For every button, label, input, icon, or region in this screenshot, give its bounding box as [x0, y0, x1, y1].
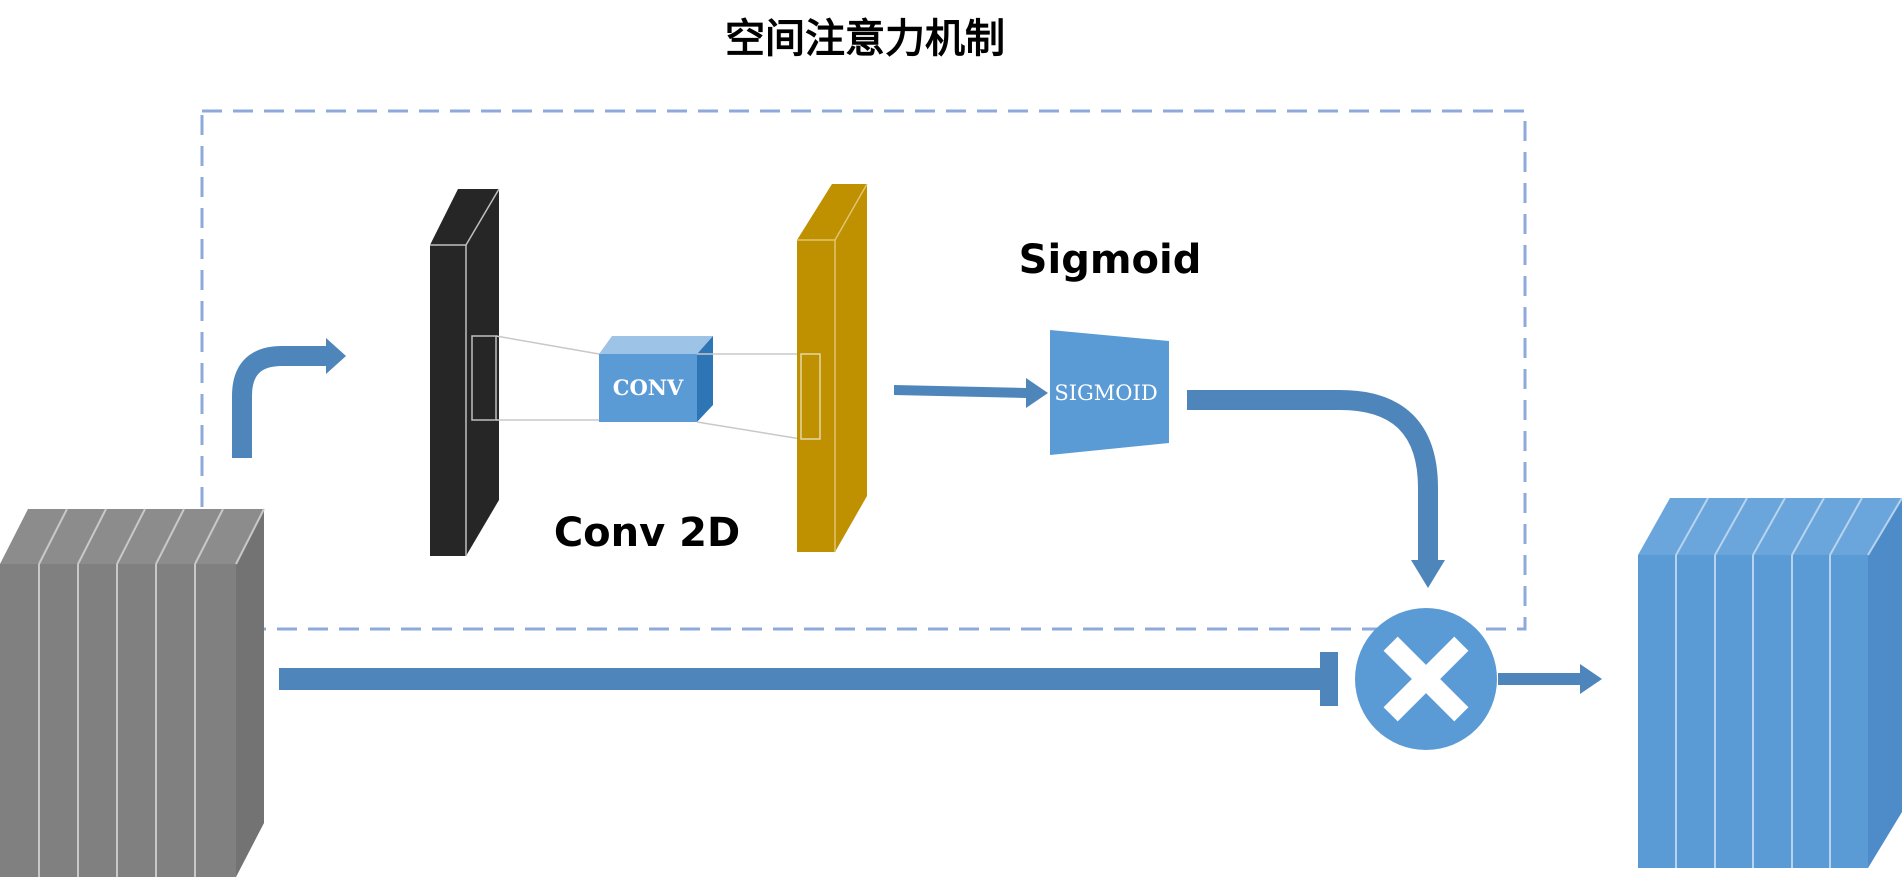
conv-projection-lines-left: [495, 335, 600, 421]
sigmoid-box-label: SIGMOID: [1054, 381, 1157, 405]
branch-curved-arrow: [232, 338, 346, 458]
multiply-x-icon: [1383, 636, 1469, 722]
attention-region-dashed-box: [200, 109, 1527, 631]
diagram-title: 空间注意力机制: [725, 16, 1005, 62]
dark-slab-top: [430, 189, 499, 245]
output-block-side: [1868, 498, 1902, 868]
attention-map-slab: [797, 183, 868, 552]
gold-slab-front: [797, 240, 835, 552]
gold-slab-side: [835, 184, 867, 552]
sigmoid-to-multiply-arrow: [1187, 390, 1445, 588]
gold-slab-window: [800, 353, 821, 440]
conv-box-front: [599, 354, 697, 422]
output-feature-block: [1638, 497, 1902, 868]
to-output-arrow: [1498, 664, 1602, 694]
sigmoid-box-shape: [1050, 330, 1169, 455]
sigmoid-label: Sigmoid: [1019, 237, 1202, 283]
dark-slab-side: [466, 189, 499, 556]
conv-box: CONV: [599, 336, 713, 422]
conv-receptive-window: [471, 335, 497, 421]
gold-slab-top: [797, 184, 867, 240]
to-sigmoid-arrow: [894, 378, 1048, 408]
input-feature-map-slab: [430, 188, 500, 556]
conv-box-label: CONV: [613, 375, 684, 400]
sigmoid-box: SIGMOID: [1050, 330, 1169, 455]
multiply-node: [1355, 608, 1497, 750]
conv2d-label: Conv 2D: [554, 510, 740, 556]
conv-box-side: [697, 336, 713, 422]
skip-connection-arrow: [279, 652, 1338, 706]
conv-box-top: [599, 336, 713, 354]
dark-slab-front: [430, 245, 466, 556]
input-block-side: [236, 509, 264, 877]
input-feature-block: [0, 508, 265, 877]
